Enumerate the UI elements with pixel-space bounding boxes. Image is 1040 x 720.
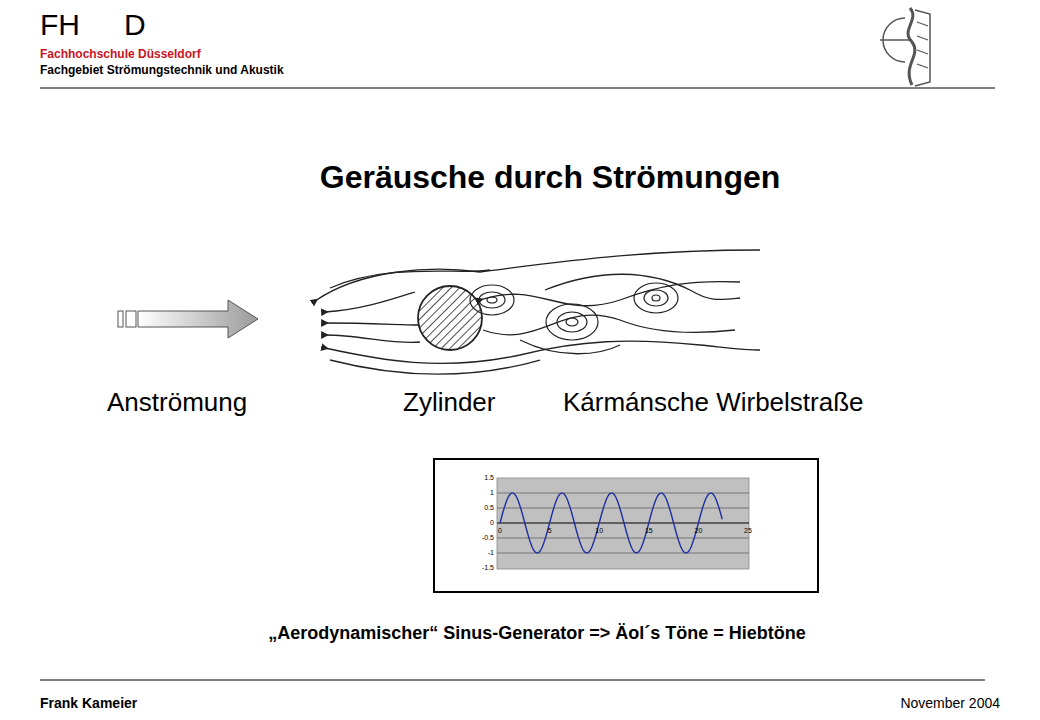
department-name: Fachgebiet Strömungstechnik und Akustik: [40, 64, 284, 77]
inflow-arrow: [118, 300, 258, 338]
logo-letters: FH: [40, 8, 80, 41]
axis-tick: 0.5: [484, 504, 494, 512]
axis-tick: 15: [645, 527, 653, 535]
vortices: [470, 283, 678, 340]
axis-tick: 5: [548, 527, 552, 535]
slide-title: Geräusche durch Strömungen: [320, 160, 781, 195]
institution-name: Fachhochschule Düsseldorf: [40, 48, 201, 61]
sine-curve: [500, 493, 722, 553]
cylinder: [418, 286, 482, 350]
axis-tick: -1.5: [482, 564, 494, 572]
date: November 2004: [900, 696, 1000, 711]
part-label: Zylinder: [403, 388, 495, 417]
axis-tick: 10: [595, 527, 603, 535]
axis-tick: -0.5: [482, 534, 494, 542]
part-label: Kármánsche Wirbelstraße: [563, 388, 864, 417]
part-label: Anströmung: [107, 388, 247, 417]
axis-tick: -1: [488, 549, 494, 557]
axis-tick: 0: [498, 527, 502, 535]
axis-tick: 20: [694, 527, 702, 535]
streamlines: [315, 250, 760, 374]
axis-tick: 25: [744, 527, 752, 535]
axis-tick: 0: [490, 519, 494, 527]
sine-chart: [434, 459, 818, 592]
slide-caption: „Aerodynamischer“ Sinus-Generator => Äol…: [268, 624, 806, 644]
logo: [880, 8, 930, 86]
logo-letters: D: [124, 8, 146, 41]
axis-tick: 1: [490, 489, 494, 497]
author: Frank Kameier: [40, 696, 137, 711]
axis-tick: 1.5: [484, 474, 494, 482]
